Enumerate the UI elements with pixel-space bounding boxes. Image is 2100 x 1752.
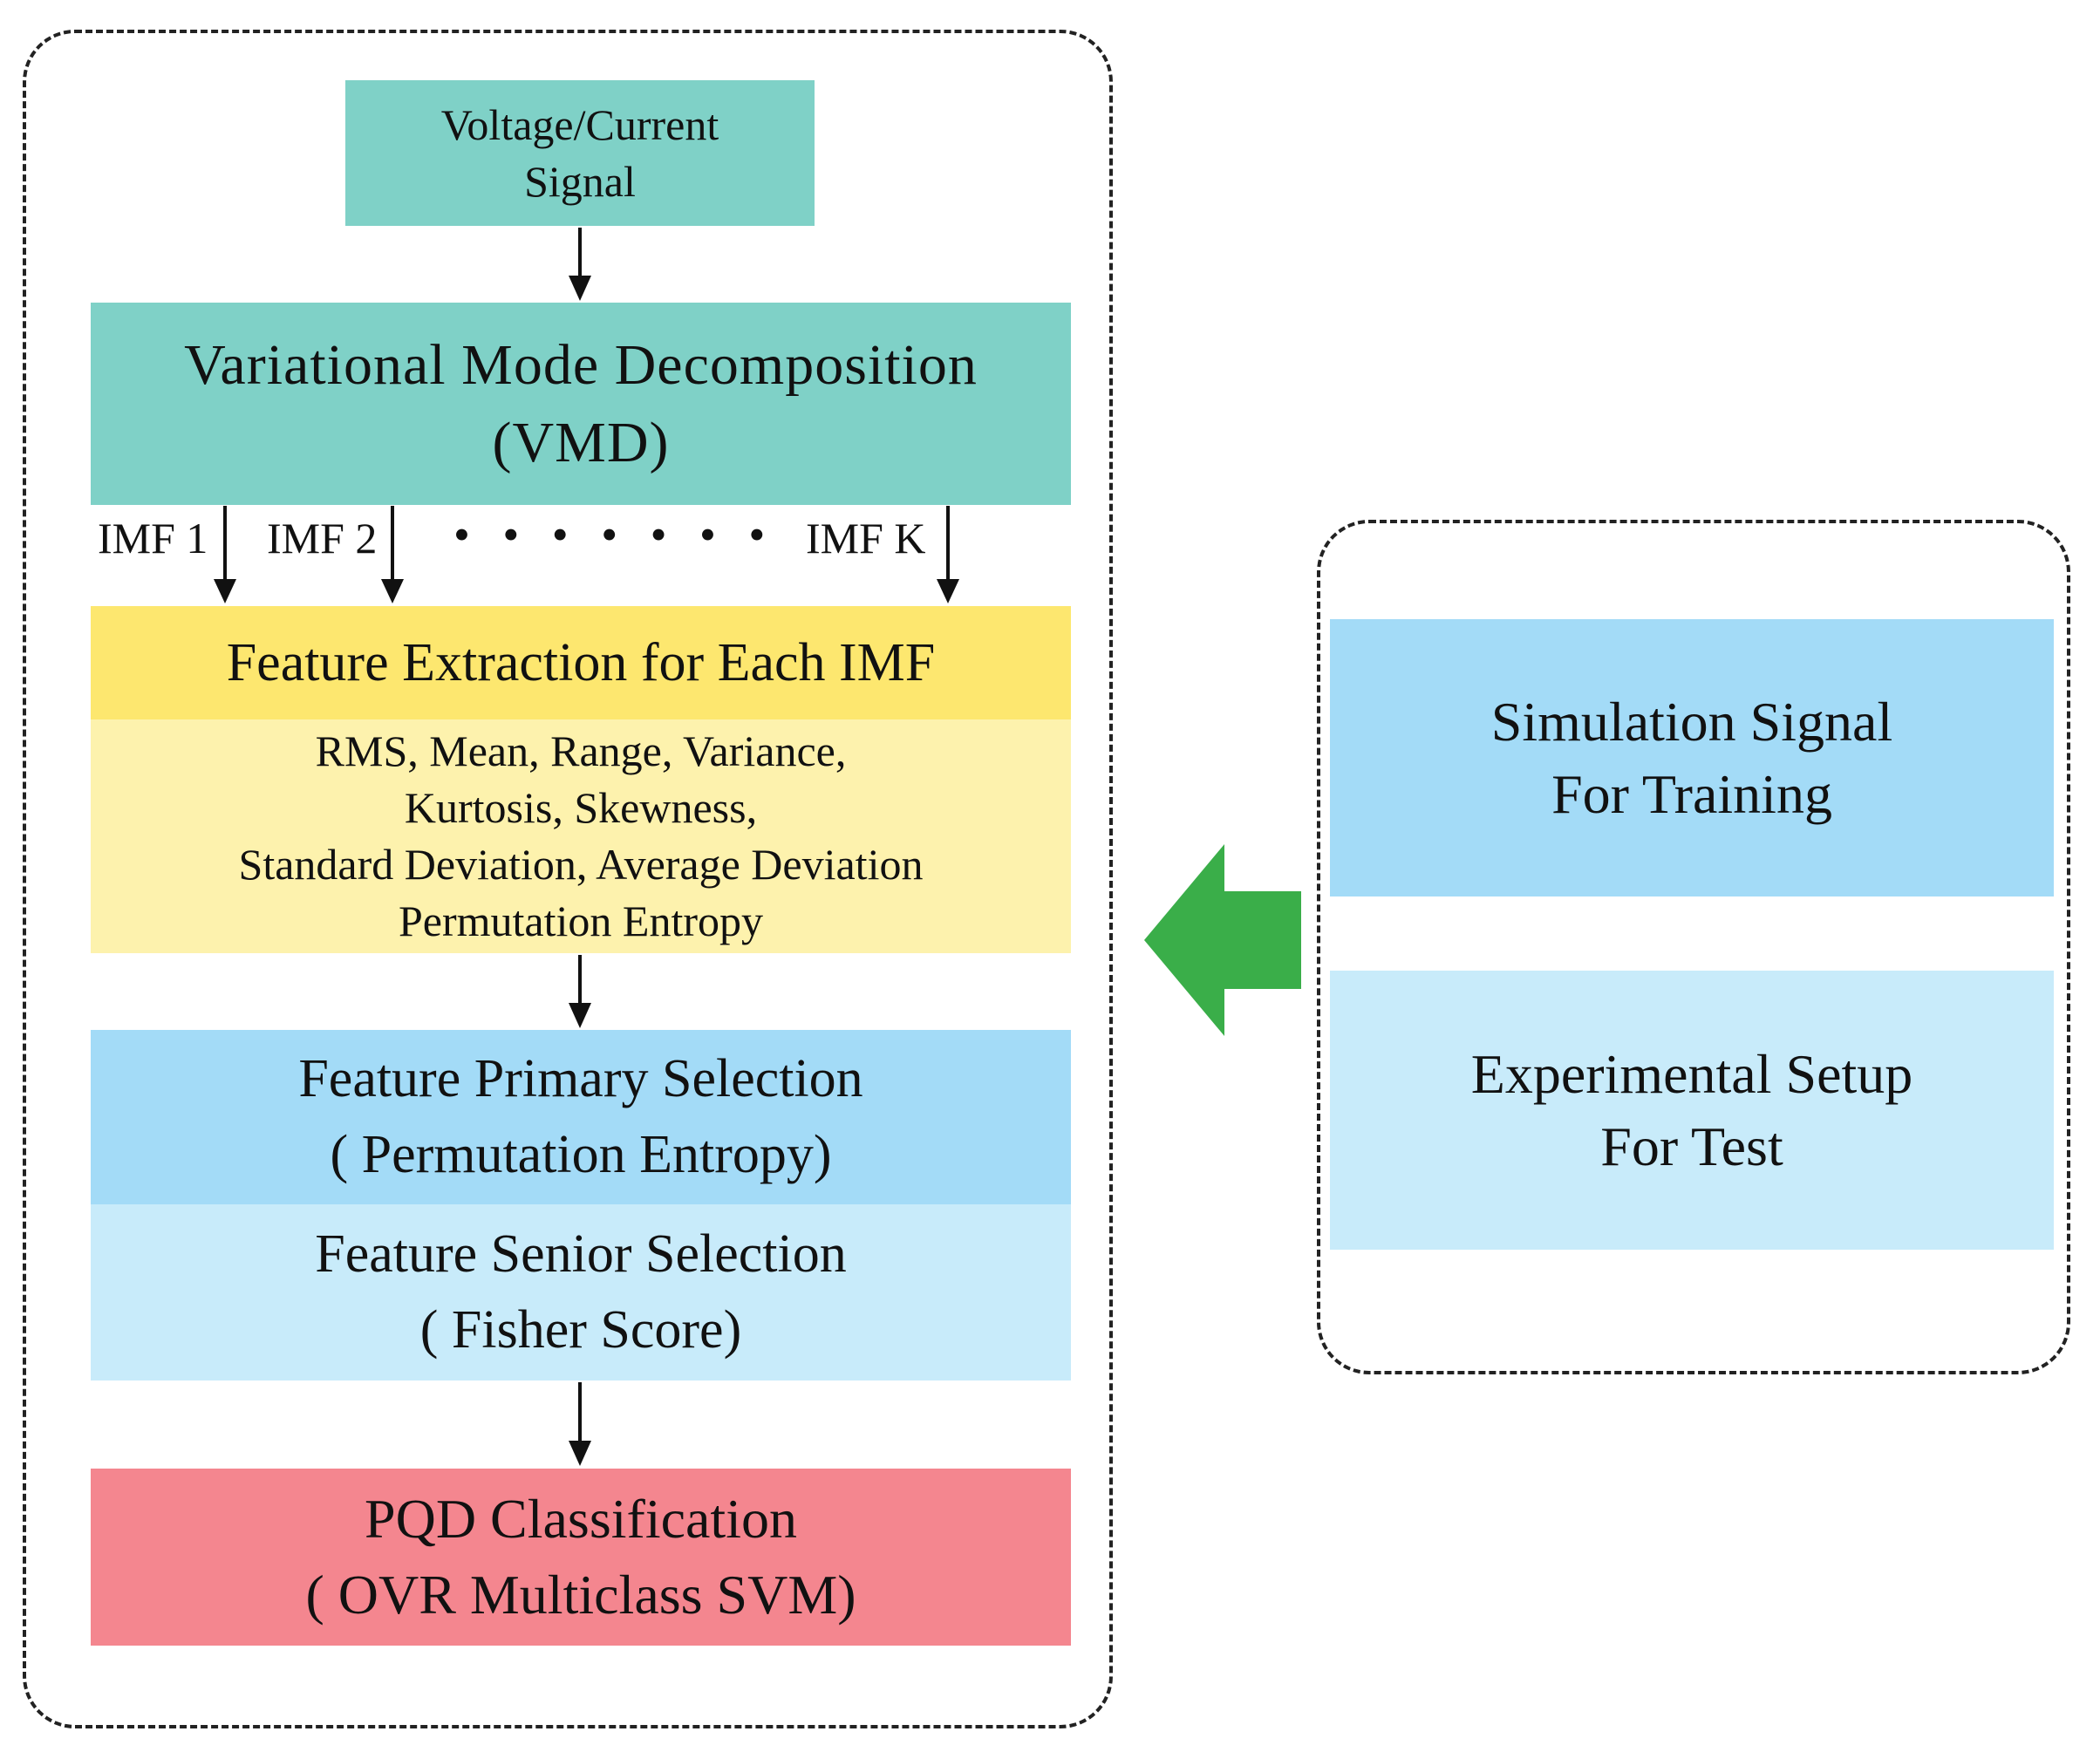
simulation-line-2: For Training bbox=[1551, 763, 1832, 825]
classification-box: PQD Classification ( OVR Multiclass SVM) bbox=[91, 1469, 1071, 1646]
imf-2-label: IMF 2 bbox=[267, 514, 378, 562]
signal-line-2: Signal bbox=[524, 156, 636, 206]
senior-selection-line-1: Feature Senior Selection bbox=[315, 1224, 847, 1285]
classification-line-2: ( OVR Multiclass SVM) bbox=[305, 1563, 856, 1626]
primary-selection-line-1: Feature Primary Selection bbox=[298, 1049, 863, 1109]
feature-extraction-title: Feature Extraction for Each IMF bbox=[226, 632, 936, 692]
arrow-selection-to-classification bbox=[569, 1382, 591, 1466]
feature-list-line: Kurtosis, Skewness, bbox=[404, 783, 758, 832]
feature-extraction-list: RMS, Mean, Range, Variance, Kurtosis, Sk… bbox=[91, 719, 1071, 953]
senior-selection-box: Feature Senior Selection ( Fisher Score) bbox=[91, 1204, 1071, 1380]
signal-box: Voltage/Current Signal bbox=[345, 80, 815, 226]
arrow-imf-2 bbox=[381, 506, 404, 603]
arrow-imf-k bbox=[937, 506, 959, 603]
signal-line-1: Voltage/Current bbox=[440, 99, 719, 149]
experimental-line-1: Experimental Setup bbox=[1470, 1042, 1913, 1105]
primary-selection-box: Feature Primary Selection ( Permutation … bbox=[91, 1030, 1071, 1204]
classification-line-1: PQD Classification bbox=[365, 1488, 797, 1551]
green-arrow-icon bbox=[1144, 844, 1301, 1036]
arrow-signal-to-vmd bbox=[569, 228, 591, 301]
simulation-line-1: Simulation Signal bbox=[1490, 690, 1893, 753]
experimental-line-2: For Test bbox=[1600, 1115, 1783, 1177]
vmd-line-1: Variational Mode Decomposition bbox=[184, 332, 978, 397]
data-source-container bbox=[1317, 520, 2070, 1374]
pipeline-container bbox=[23, 30, 1113, 1728]
primary-selection-line-2: ( Permutation Entropy) bbox=[330, 1125, 832, 1184]
senior-selection-line-2: ( Fisher Score) bbox=[419, 1300, 742, 1360]
vmd-box: Variational Mode Decomposition (VMD) bbox=[91, 303, 1071, 505]
arrow-imf-1 bbox=[214, 506, 236, 603]
vmd-line-2: (VMD) bbox=[492, 411, 670, 474]
feature-list-line: Permutation Entropy bbox=[399, 896, 763, 945]
feature-list-line: Standard Deviation, Average Deviation bbox=[238, 840, 924, 889]
arrow-extraction-to-selection bbox=[569, 955, 591, 1028]
experimental-setup-box: Experimental Setup For Test bbox=[1330, 971, 2054, 1250]
simulation-signal-box: Simulation Signal For Training bbox=[1330, 619, 2054, 896]
feature-extraction-header: Feature Extraction for Each IMF bbox=[91, 606, 1071, 719]
imf-1-label: IMF 1 bbox=[98, 514, 208, 562]
imf-k-label: IMF K bbox=[806, 514, 926, 562]
imf-ellipsis: • • • • • • • bbox=[453, 508, 776, 561]
feature-list-line: RMS, Mean, Range, Variance, bbox=[315, 726, 847, 775]
